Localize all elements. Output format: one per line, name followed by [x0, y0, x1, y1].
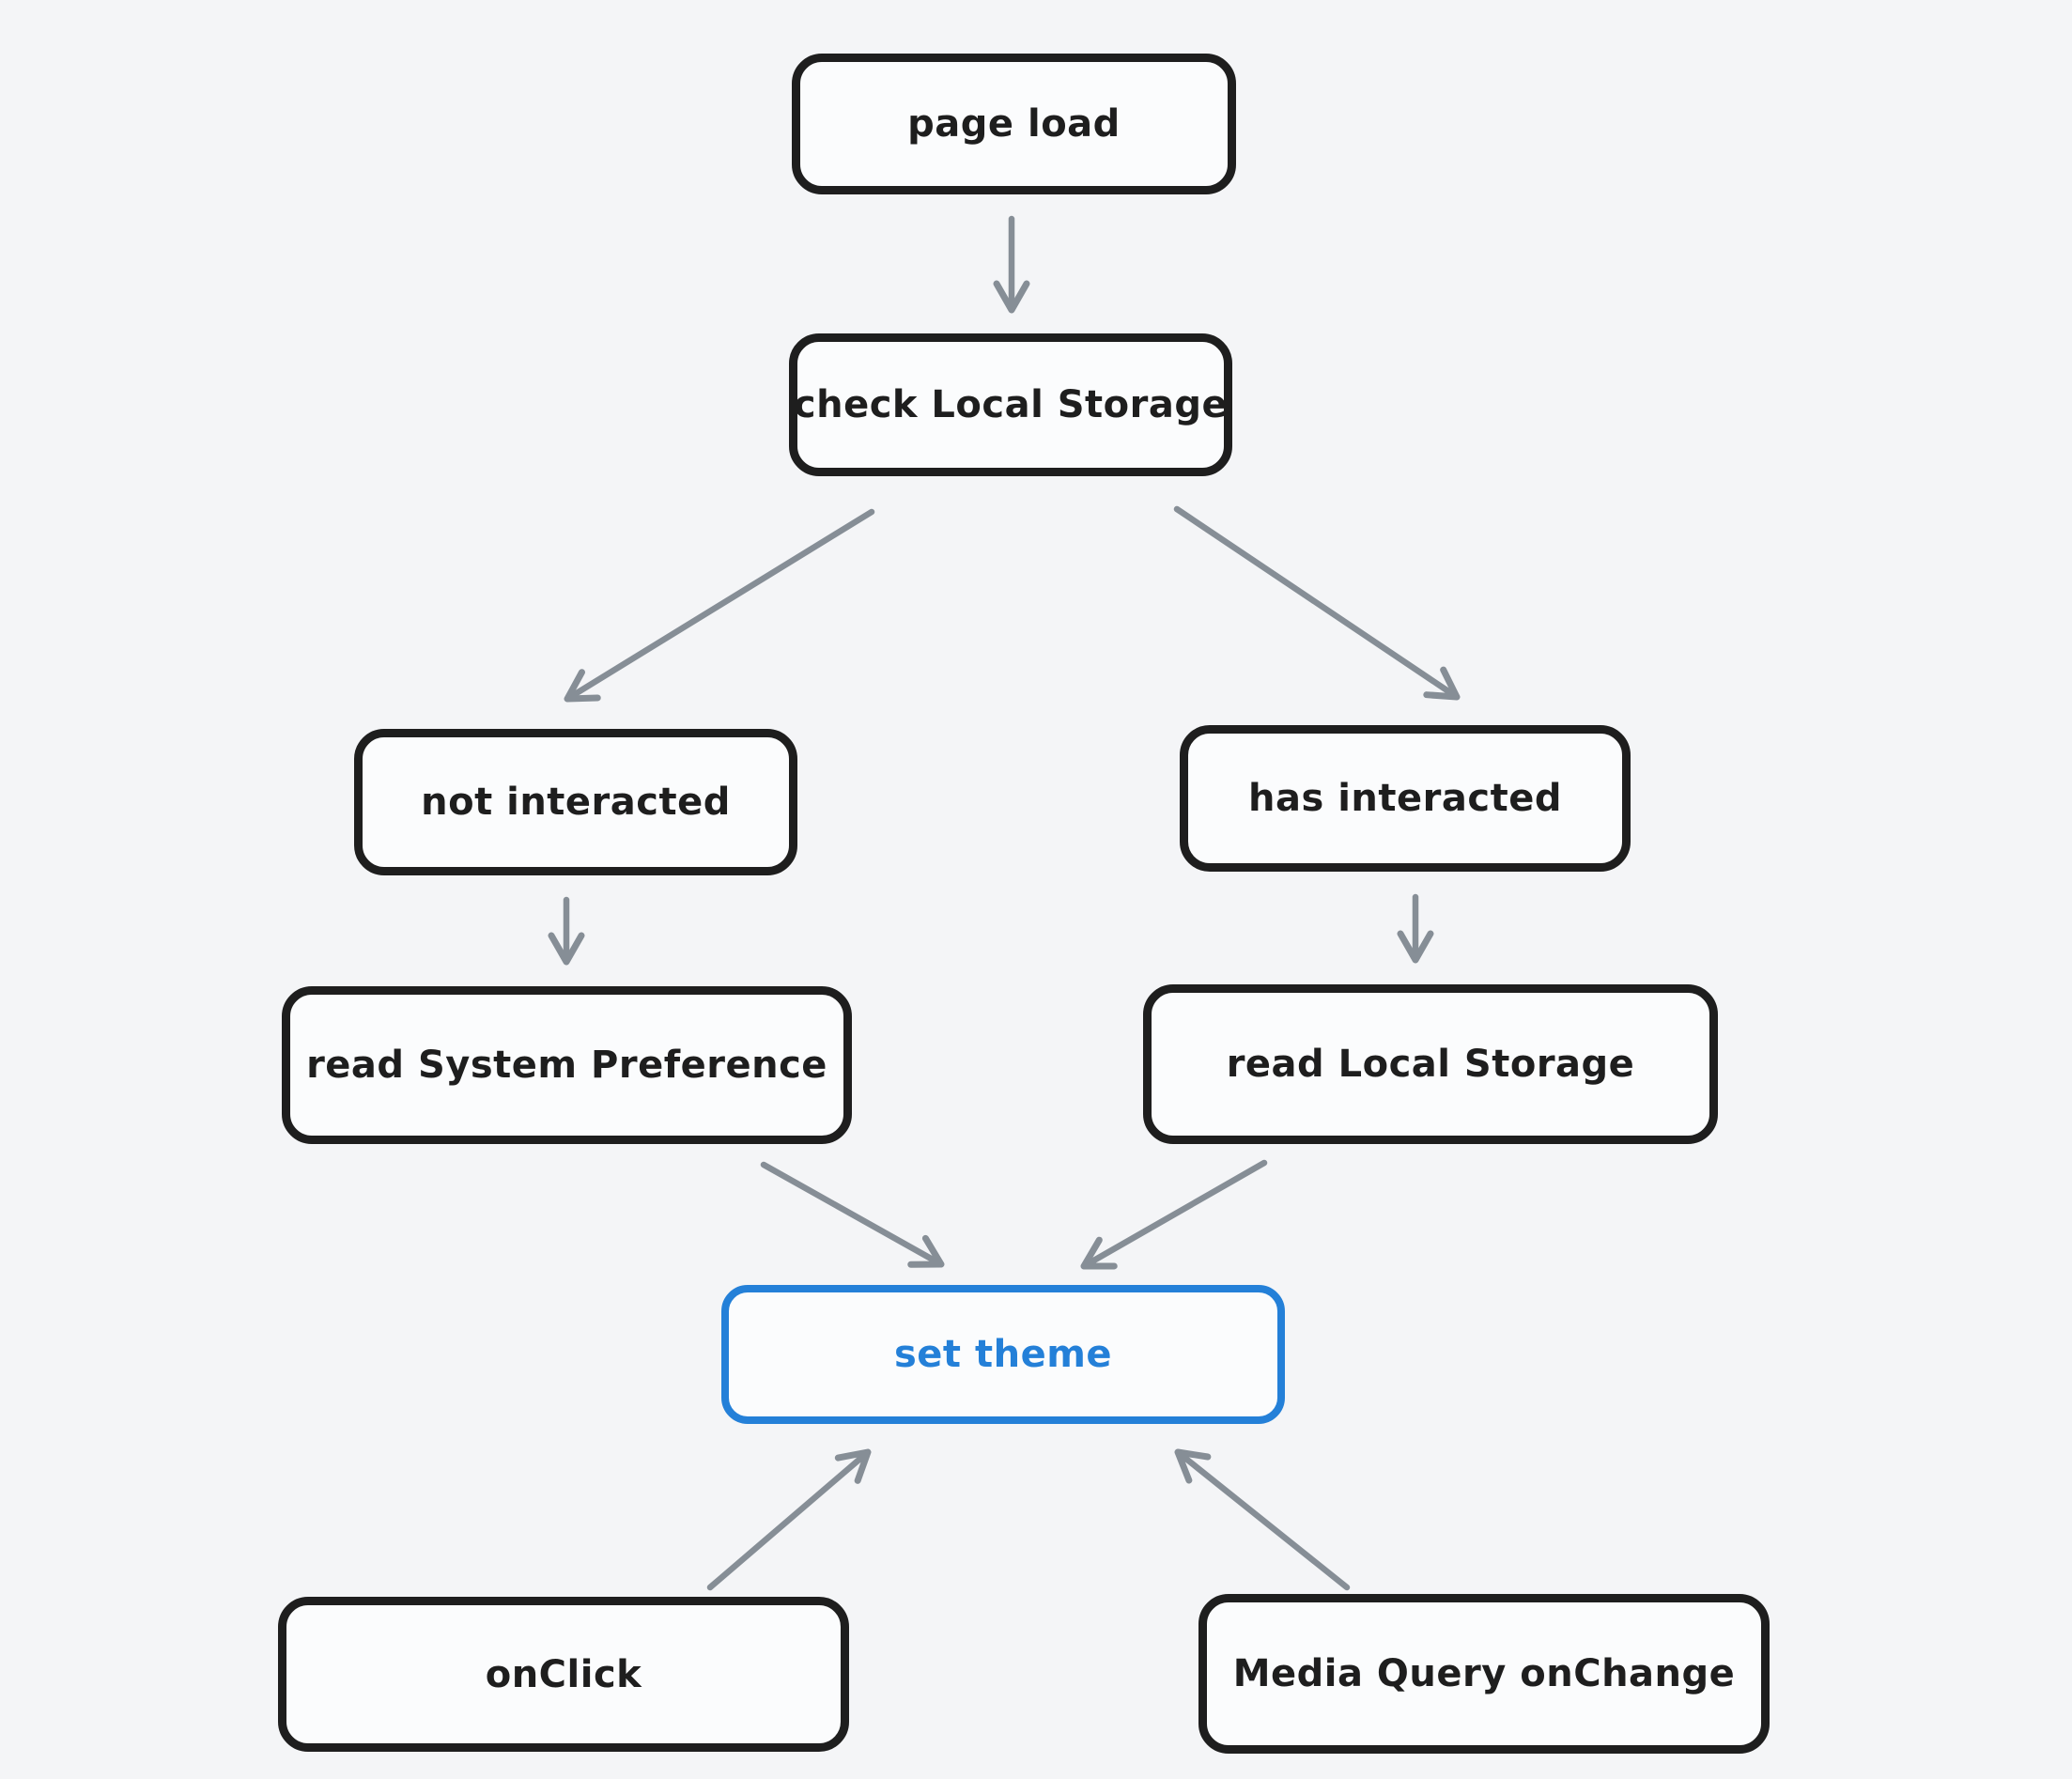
node-has-interacted-label: has interacted [1248, 777, 1562, 820]
node-not-interacted-label: not interacted [421, 781, 731, 824]
node-page-load-label: page load [907, 102, 1121, 146]
edge-checklocalstorage-notinteracted[interactable] [564, 508, 875, 703]
edge-mediaqueryonchange-settheme[interactable] [1174, 1448, 1351, 1591]
node-read-local-storage-label: read Local Storage [1226, 1043, 1635, 1086]
node-not-interacted[interactable]: not interacted [354, 729, 797, 875]
edge-readlocalstorage-settheme[interactable] [1080, 1159, 1268, 1270]
node-onclick[interactable]: onClick [278, 1597, 849, 1752]
node-set-theme-label: set theme [893, 1333, 1113, 1376]
node-read-system-preference[interactable]: read System Preference [282, 986, 852, 1144]
node-check-local-storage[interactable]: check Local Storage [789, 333, 1232, 476]
node-check-local-storage-label: check Local Storage [793, 383, 1229, 426]
edge-readsystempreference-settheme[interactable] [760, 1161, 945, 1268]
node-has-interacted[interactable]: has interacted [1180, 725, 1631, 872]
node-page-load[interactable]: page load [792, 54, 1236, 194]
node-read-local-storage[interactable]: read Local Storage [1143, 984, 1718, 1144]
node-media-query-onchange-label: Media Query onChange [1232, 1652, 1736, 1695]
node-media-query-onchange[interactable]: Media Query onChange [1198, 1594, 1770, 1754]
node-set-theme[interactable]: set theme [721, 1285, 1285, 1424]
node-onclick-label: onClick [485, 1652, 642, 1696]
node-read-system-preference-label: read System Preference [306, 1044, 827, 1087]
edge-checklocalstorage-hasinteracted[interactable] [1173, 505, 1461, 701]
edge-onclick-settheme[interactable] [706, 1448, 872, 1591]
